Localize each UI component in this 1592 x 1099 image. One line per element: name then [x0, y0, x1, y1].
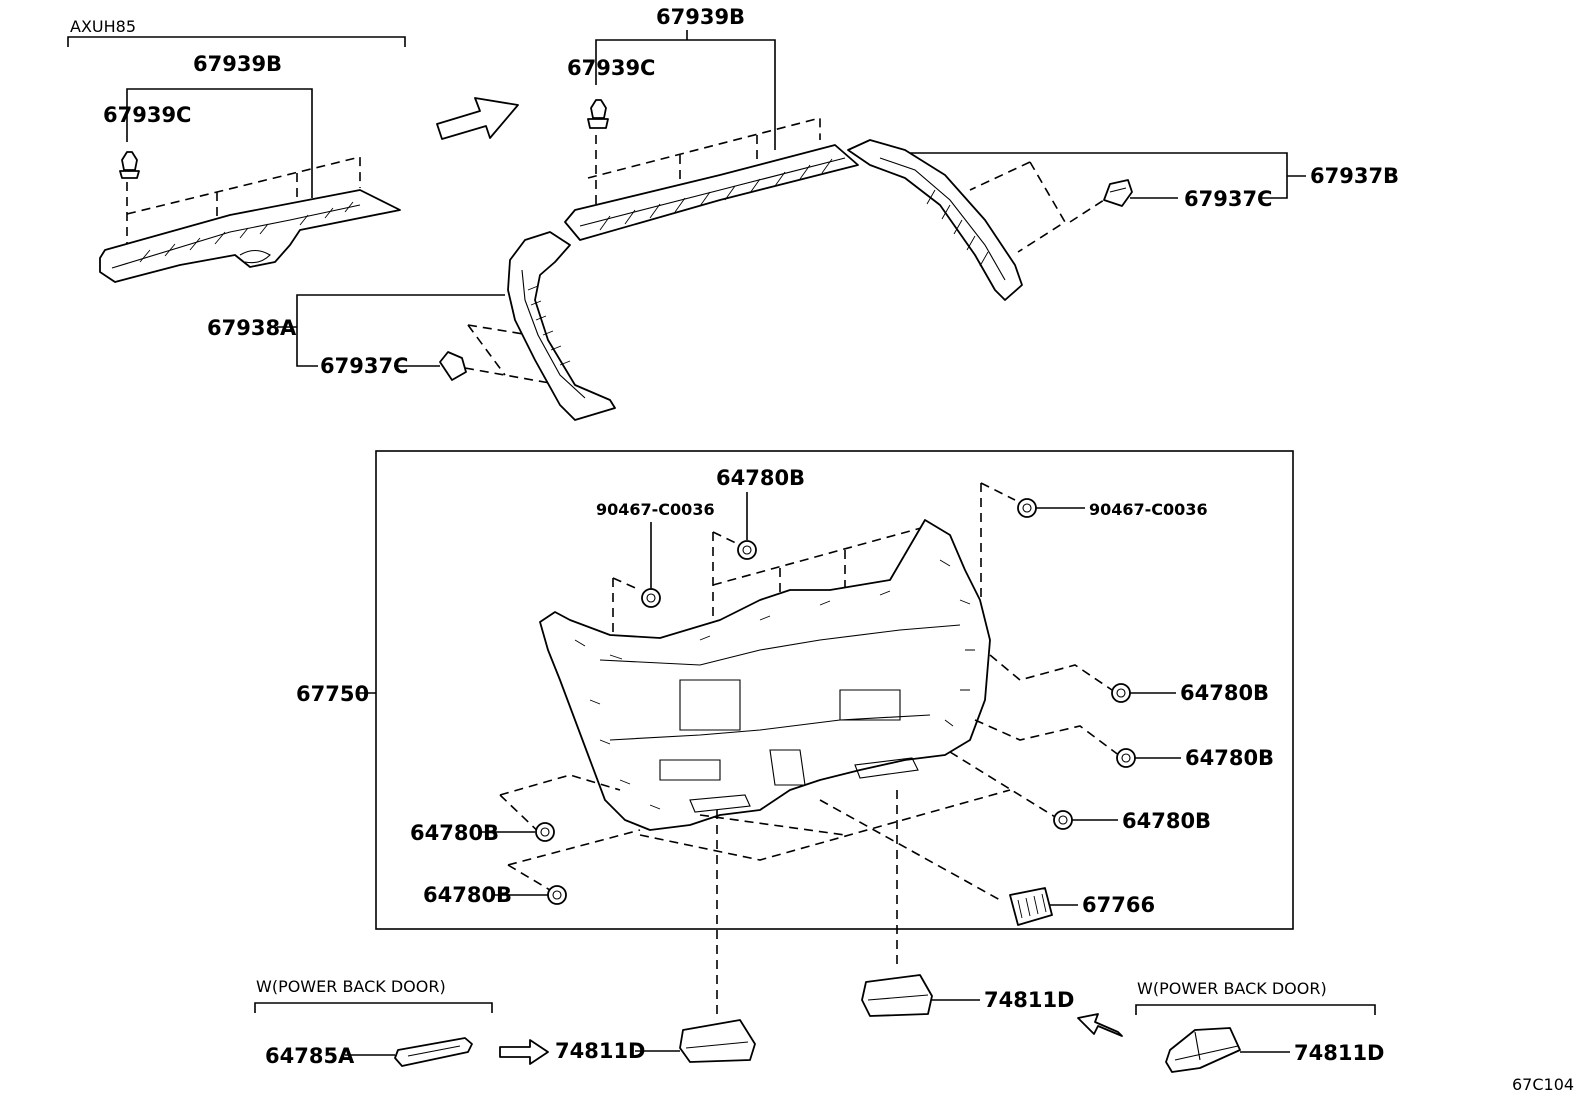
pillar-garnish-67937B [847, 139, 1023, 301]
label-64780B-left-1: 64780B [410, 821, 499, 845]
label-67937B: 67937B [1310, 164, 1399, 188]
cover-67766 [1009, 887, 1053, 926]
clip-64780B-right-2 [1116, 748, 1136, 768]
garnish-67939B-top [564, 144, 859, 241]
label-67939C-left: 67939C [103, 103, 191, 127]
clip-90467-left [641, 588, 661, 608]
direction-arrow-top [436, 97, 519, 140]
switch-64785A [394, 1037, 473, 1067]
label-64780B-right-2: 64780B [1185, 746, 1274, 770]
label-64780B-right-1: 64780B [1180, 681, 1269, 705]
label-67766: 67766 [1082, 893, 1155, 917]
figure-code: 67C104 [1512, 1075, 1574, 1094]
label-74811D-bottom-center: 74811D [984, 988, 1075, 1012]
axuh85-note: AXUH85 [70, 17, 136, 36]
label-64780B-right-3: 64780B [1122, 809, 1211, 833]
clip-67937C-left [439, 351, 467, 381]
cover-74811D-center [861, 974, 933, 1017]
bottom-right-group: W(POWER BACK DOOR) 74811D [1135, 979, 1385, 1073]
label-74811D-bottom-right: 74811D [1294, 1041, 1385, 1065]
clip-67939C-left [119, 151, 140, 179]
label-64785A: 64785A [265, 1044, 355, 1068]
clip-64780B-right-1 [1111, 683, 1131, 703]
label-67939B-left: 67939B [193, 52, 282, 76]
direction-arrow-bottom-right [1077, 1013, 1123, 1037]
label-67939B-top: 67939B [656, 5, 745, 29]
garnish-67939B-left [99, 189, 401, 283]
clip-64780B-left-2 [547, 885, 567, 905]
back-door-trim-group: 67750 64780B 90467-C0036 90467-C0036 [296, 450, 1294, 930]
upper-garnish-group: 67939B 67939C 67937B 67937C [207, 5, 1399, 421]
detail-frame [375, 450, 1294, 930]
pull-handle-recess [769, 749, 806, 786]
label-67937C-right: 67937C [1184, 187, 1272, 211]
direction-arrow-bottom-left [499, 1039, 549, 1065]
pillar-garnish-67938A [507, 231, 616, 421]
axuh85-group: AXUH85 67939B 67939C [67, 17, 406, 283]
clip-64780B-top [737, 540, 757, 560]
label-67938A: 67938A [207, 316, 297, 340]
bottom-center-group: 74811D [861, 974, 1123, 1037]
label-67939C-top: 67939C [567, 56, 655, 80]
clip-67939C-top [587, 99, 609, 129]
clip-64780B-right-3 [1053, 810, 1073, 830]
power-door-note-left: W(POWER BACK DOOR) [256, 977, 446, 996]
label-67750: 67750 [296, 682, 369, 706]
clip-67937C-right [1103, 179, 1133, 207]
label-64780B-top: 64780B [716, 466, 805, 490]
bottom-left-group: W(POWER BACK DOOR) 64785A 74811D [254, 977, 756, 1068]
label-67937C-left: 67937C [320, 354, 408, 378]
label-90467-left: 90467-C0036 [596, 500, 715, 519]
label-90467-right: 90467-C0036 [1089, 500, 1208, 519]
cover-74811D-right [1165, 1027, 1241, 1073]
label-74811D-bottom-left: 74811D [555, 1039, 646, 1063]
cover-74811D-left [679, 1019, 756, 1063]
clip-90467-right [1017, 498, 1037, 518]
power-door-note-right: W(POWER BACK DOOR) [1137, 979, 1327, 998]
back-door-trim-panel-67750 [539, 519, 991, 831]
clip-64780B-left-1 [535, 822, 555, 842]
